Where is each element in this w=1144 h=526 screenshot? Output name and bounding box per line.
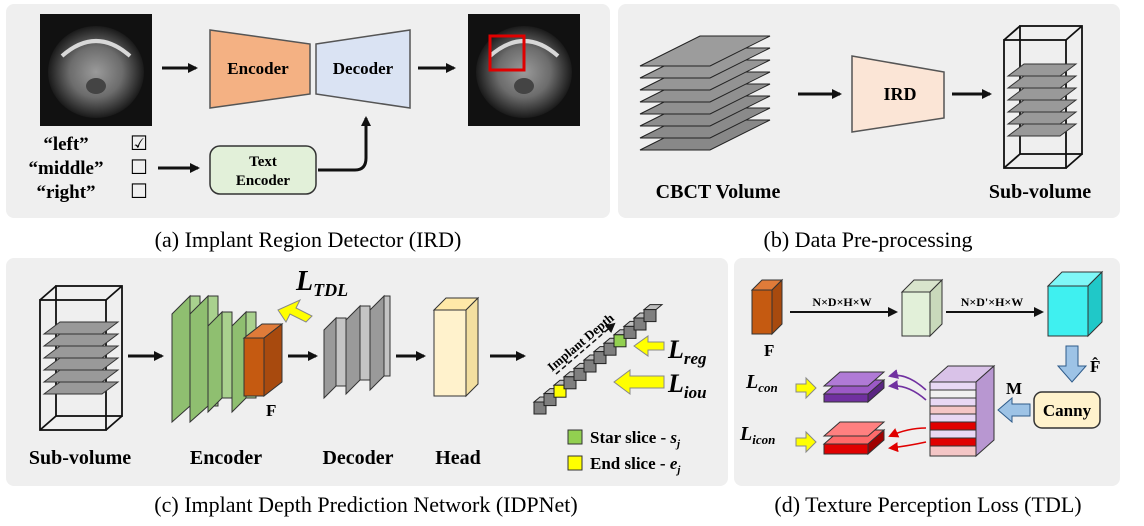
- start-slice-swatch: [567, 429, 583, 445]
- head-label: Head: [435, 447, 481, 469]
- decoder-blocks: [323, 294, 391, 400]
- text-encoder-box: [209, 145, 317, 195]
- cbct-volume-stack: [639, 35, 771, 151]
- ct-input-image: [40, 14, 152, 126]
- slice-cell: [643, 309, 657, 323]
- feature-f-block: [242, 322, 284, 398]
- slice-cell: [543, 393, 557, 407]
- canny-box: [1033, 391, 1101, 429]
- decoder-shape: [315, 29, 411, 109]
- caption-a: (a) Implant Region Detector (IRD): [155, 227, 462, 252]
- ird-label: IRD: [883, 84, 916, 104]
- subvolume-box: [1003, 25, 1083, 169]
- ltdl-label: LTDL: [295, 266, 348, 300]
- end-slice-swatch: [567, 455, 583, 471]
- slice-cell: [633, 317, 647, 331]
- slice-cell: [573, 367, 587, 381]
- m-arrow: [997, 396, 1031, 424]
- slice-cell: [593, 351, 607, 365]
- ird-shape: [851, 55, 945, 133]
- intermediate-block: [900, 278, 944, 338]
- decoder-label-c: Decoder: [322, 447, 393, 469]
- ct-output-image: [468, 14, 580, 126]
- licon-arrow-icon: [795, 430, 817, 454]
- end-slice-legend: End slice - ej: [590, 454, 681, 476]
- option-right: “right”: [36, 182, 95, 203]
- checkbox-right[interactable]: ☐: [130, 181, 148, 203]
- decoder-label: Decoder: [333, 59, 394, 78]
- slice-cell: [533, 401, 547, 415]
- encoder-shape: [209, 29, 311, 109]
- subvolume-c: [39, 285, 123, 431]
- lreg-label: Lreg: [667, 335, 707, 368]
- slice-cell: [563, 376, 577, 390]
- encoder-label: Encoder: [227, 59, 289, 78]
- red-arrow-2: [888, 441, 927, 453]
- m-label: M: [1006, 379, 1022, 398]
- f-label-c: F: [266, 401, 276, 420]
- lreg-arrow-icon: [633, 335, 665, 357]
- cbct-volume-label: CBCT Volume: [656, 181, 781, 203]
- subvolume-label-c: Sub-volume: [29, 447, 131, 469]
- head-block: [432, 296, 480, 398]
- canny-label: Canny: [1043, 401, 1092, 420]
- subvolume-label-b: Sub-volume: [989, 181, 1091, 203]
- fhat-label: F̂: [1090, 357, 1100, 376]
- slice-cell: [583, 359, 597, 373]
- slice-cell: [623, 325, 637, 339]
- lcon-arrow-icon: [795, 376, 817, 400]
- lcon-label: Lcon: [745, 371, 778, 395]
- encoder-blocks: [171, 294, 257, 424]
- red-arrow-1: [888, 427, 927, 438]
- caption-d: (d) Texture Perception Loss (TDL): [774, 492, 1081, 517]
- text-encoder-label-2: Encoder: [236, 173, 291, 189]
- purple-feature-stack: [822, 371, 886, 404]
- option-middle: “middle”: [29, 158, 104, 179]
- mask-stack: [928, 364, 996, 458]
- f-block-d: [750, 278, 784, 336]
- option-left: “left”: [43, 134, 88, 155]
- liou-arrow-icon: [613, 369, 665, 395]
- encoder-label-c: Encoder: [190, 447, 262, 469]
- checkbox-left[interactable]: ☑: [130, 133, 148, 155]
- ltdl-arrow-icon: [277, 298, 313, 323]
- end-slice-cell: [553, 384, 567, 398]
- dim2-label: N×D'×H×W: [961, 295, 1024, 309]
- purple-arrow-2: [888, 380, 927, 401]
- caption-c: (c) Implant Depth Prediction Network (ID…: [154, 492, 577, 517]
- fhat-block: [1046, 270, 1104, 338]
- start-slice-legend: Star slice - sj: [590, 428, 681, 450]
- liou-label: Liou: [667, 369, 707, 402]
- licon-label: Licon: [739, 423, 775, 447]
- slice-cell-top: [642, 304, 664, 311]
- caption-b: (b) Data Pre-processing: [764, 227, 973, 252]
- implant-depth-arrow: [555, 322, 616, 375]
- purple-arrow-1: [888, 369, 927, 391]
- text-encoder-label-1: Text: [249, 154, 277, 170]
- arrow-text-encoder-to-decoder: [318, 116, 371, 172]
- fhat-down-arrow: [1056, 345, 1088, 383]
- start-slice-cell: [613, 334, 627, 348]
- red-feature-stack: [822, 421, 886, 456]
- checkbox-middle[interactable]: ☐: [130, 157, 148, 179]
- dim1-label: N×D×H×W: [812, 295, 871, 309]
- f-label-d: F: [764, 341, 774, 360]
- detected-region-box: [488, 34, 526, 72]
- slice-cell: [603, 342, 617, 356]
- slice-bar: [532, 304, 664, 415]
